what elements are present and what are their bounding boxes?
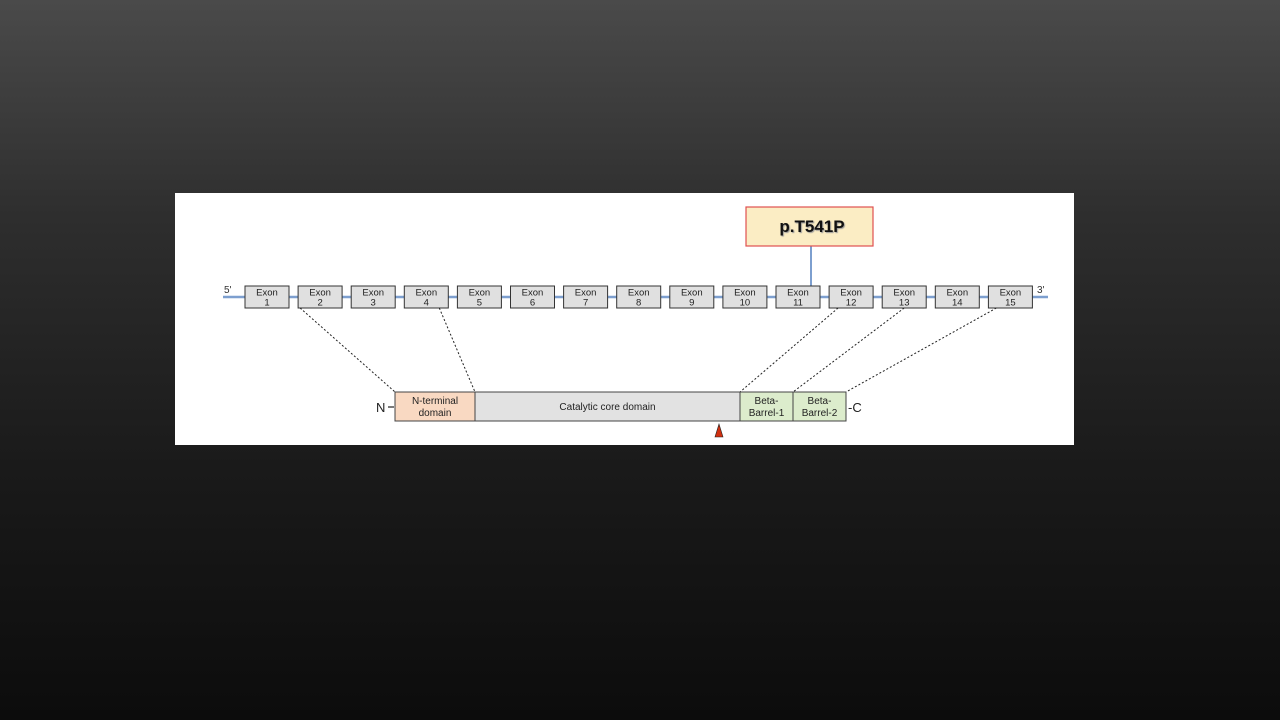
mutation-label-box [745,206,874,247]
exon-number: 5 [477,298,482,309]
exon-number: 8 [636,298,641,309]
domain-label: N-terminal [412,396,458,407]
exon-row: Exon1Exon2Exon3Exon4Exon5Exon6Exon7Exon8… [244,285,1033,309]
exon-number: 2 [317,298,322,309]
mapping-line [845,307,997,393]
exon-number: 11 [793,298,803,309]
mapping-line [438,307,476,393]
exon-rect [510,285,555,309]
exon-label: Exon [522,288,544,299]
three-prime-label: 3' [1037,285,1045,296]
exon-label: Exon [1000,288,1022,299]
exon-number: 12 [846,298,857,309]
exon-rect [828,285,874,309]
exon-rect [456,285,502,309]
exon-rect [244,285,290,309]
mutation-label: p.T541P [779,217,844,236]
exon-rect [297,285,343,309]
exon-label: Exon [787,288,809,299]
exon-rect [987,285,1033,309]
exon-label: Exon [840,288,862,299]
exon-label: Exon [575,288,597,299]
exon-rect [934,285,980,309]
five-prime-label: 5' [224,285,232,296]
exon-label: Exon [362,288,384,299]
domain-rect [474,391,741,422]
exon-domain-mapping-lines [299,307,997,393]
domain-rect [394,391,476,422]
exon-rect [350,285,396,309]
domain-label-line2: domain [419,408,452,419]
exon-rect [669,285,715,309]
exon-label: Exon [628,288,650,299]
n-terminus-label: N [376,400,385,415]
exon-label: Exon [309,288,331,299]
exon-label: Exon [469,288,491,299]
exon-rect [722,285,768,309]
exon-number: 3 [371,298,376,309]
domain-label: Beta- [755,396,779,407]
exon-rect [616,285,662,309]
mapping-line [739,307,839,393]
c-terminus-label: -C [848,400,862,415]
domain-label-line2: Barrel-2 [802,408,838,419]
mapping-line [299,307,396,393]
exon-number: 14 [952,298,963,309]
mutation-position-marker [714,422,724,438]
exon-label: Exon [415,288,437,299]
exon-label: Exon [681,288,703,299]
exon-number: 4 [424,298,429,309]
exon-number: 1 [264,298,269,309]
exon-rect [563,285,609,309]
exon-number: 15 [1005,298,1016,309]
domain-label: Catalytic core domain [559,402,655,413]
exon-rect [403,285,449,309]
mapping-line [792,307,905,393]
exon-number: 10 [740,298,751,309]
domain-label: Beta- [808,396,832,407]
domain-rect [792,391,847,422]
exon-rect [775,285,821,309]
exon-number: 9 [689,298,694,309]
exon-label: Exon [256,288,278,299]
exon-number: 7 [583,298,588,309]
exon-number: 6 [530,298,535,309]
exon-label: Exon [893,288,915,299]
exon-number: 13 [899,298,910,309]
exon-domain-diagram: p.T541P 5' 3' Exon1Exon2Exon3Exon4Exon5E… [223,206,1048,438]
exon-label: Exon [734,288,756,299]
domain-rect [739,391,794,422]
exon-label: Exon [946,288,968,299]
domain-label-line2: Barrel-1 [749,408,785,419]
